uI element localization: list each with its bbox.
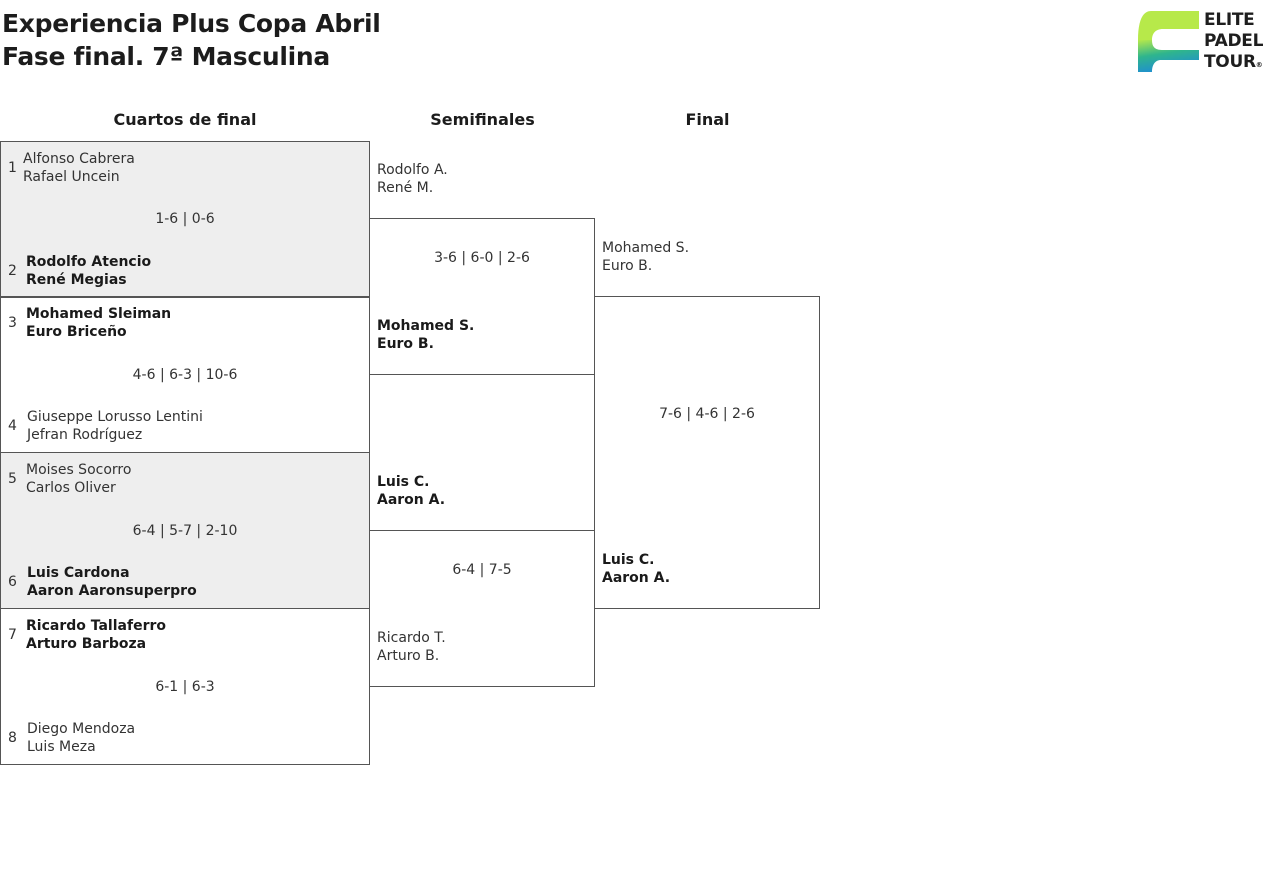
player-name: Ricardo Tallaferro xyxy=(26,618,166,634)
final-match[interactable]: 7-6 | 4-6 | 2-6 Luis C. Aaron A. xyxy=(594,296,820,609)
player-name: Jefran Rodríguez xyxy=(27,427,143,443)
team-bottom: Giuseppe Lorusso Lentini Jefran Rodrígue… xyxy=(27,408,203,444)
match-score: 3-6 | 6-0 | 2-6 xyxy=(434,250,530,266)
player-name: Giuseppe Lorusso Lentini xyxy=(27,409,203,425)
player-name: Mohamed S. xyxy=(602,240,690,256)
team-top: Moises Socorro Carlos Oliver xyxy=(26,461,131,497)
player-name: Mohamed S. xyxy=(377,318,475,334)
team-top-winner: Ricardo Tallaferro Arturo Barboza xyxy=(26,617,166,653)
match-score: 6-1 | 6-3 xyxy=(155,679,215,695)
seed-number: 2 xyxy=(8,263,17,279)
quarterfinal-match-2[interactable]: 3 Mohamed Sleiman Euro Briceño 4-6 | 6-3… xyxy=(0,296,370,453)
player-name: Alfonso Cabrera xyxy=(23,151,135,167)
elite-padel-tour-logo: ELITE PADEL TOUR® xyxy=(1137,10,1273,76)
quarterfinal-match-1[interactable]: 1 Alfonso Cabrera Rafael Uncein 1-6 | 0-… xyxy=(0,141,370,298)
team-bottom: Diego Mendoza Luis Meza xyxy=(27,720,135,756)
final-team-top: Mohamed S. Euro B. xyxy=(602,239,689,275)
page-title: Experiencia Plus Copa Abril xyxy=(2,9,381,38)
seed-number: 5 xyxy=(8,471,17,487)
round-header-final: Final xyxy=(685,110,730,129)
player-name: Rafael Uncein xyxy=(23,169,120,185)
player-name: Luis Cardona xyxy=(27,565,130,581)
semifinal-match-2[interactable]: 6-4 | 7-5 Ricardo T. Arturo B. xyxy=(369,530,595,687)
player-name: Luis Meza xyxy=(27,739,96,755)
final-team-bottom-winner: Luis C. Aaron A. xyxy=(602,551,670,587)
player-name: Euro B. xyxy=(377,336,434,352)
player-name: Diego Mendoza xyxy=(27,721,136,737)
registered-mark: ® xyxy=(1255,61,1263,69)
seed-number: 7 xyxy=(8,627,17,643)
quarterfinal-match-3[interactable]: 5 Moises Socorro Carlos Oliver 6-4 | 5-7… xyxy=(0,452,370,609)
logo-text-elite: ELITE xyxy=(1204,10,1255,30)
quarterfinal-match-4[interactable]: 7 Ricardo Tallaferro Arturo Barboza 6-1 … xyxy=(0,608,370,765)
player-name: Arturo Barboza xyxy=(26,636,147,652)
seed-number: 1 xyxy=(8,160,17,176)
player-name: Luis C. xyxy=(602,552,655,568)
player-name: Rodolfo Atencio xyxy=(26,254,152,270)
seed-number: 3 xyxy=(8,315,17,331)
semifinal-1-team-top: Rodolfo A. René M. xyxy=(377,161,448,197)
player-name: René M. xyxy=(377,180,434,196)
semifinal-2-team-top-winner: Luis C. Aaron A. xyxy=(377,473,445,509)
logo-text-padel: PADEL xyxy=(1204,31,1264,51)
semifinal-1-team-bottom-winner: Mohamed S. Euro B. xyxy=(377,317,474,353)
logo-mark-icon xyxy=(1138,11,1199,72)
player-name: Carlos Oliver xyxy=(26,480,116,496)
player-name: Aaron A. xyxy=(377,492,446,508)
team-top-winner: Mohamed Sleiman Euro Briceño xyxy=(26,305,171,341)
match-score: 6-4 | 7-5 xyxy=(452,562,512,578)
player-name: Moises Socorro xyxy=(26,462,132,478)
player-name: Luis C. xyxy=(377,474,430,490)
match-score: 4-6 | 6-3 | 10-6 xyxy=(132,367,238,383)
page-subtitle: Fase final. 7ª Masculina xyxy=(2,42,330,71)
player-name: Euro Briceño xyxy=(26,324,127,340)
seed-number: 8 xyxy=(8,730,17,746)
seed-number: 4 xyxy=(8,418,17,434)
semifinal-2-team-bottom: Ricardo T. Arturo B. xyxy=(377,629,446,665)
player-name: Arturo B. xyxy=(377,648,440,664)
team-bottom-winner: Rodolfo Atencio René Megias xyxy=(26,253,151,289)
semifinal-match-1[interactable]: 3-6 | 6-0 | 2-6 Mohamed S. Euro B. xyxy=(369,218,595,375)
player-name: Aaron Aaronsuperpro xyxy=(27,583,197,599)
player-name: Mohamed Sleiman xyxy=(26,306,172,322)
seed-number: 6 xyxy=(8,574,17,590)
player-name: René Megias xyxy=(26,272,127,288)
player-name: Euro B. xyxy=(602,258,653,274)
match-score: 6-4 | 5-7 | 2-10 xyxy=(132,523,238,539)
player-name: Rodolfo A. xyxy=(377,162,448,178)
logo-text-tour: TOUR® xyxy=(1204,52,1263,72)
round-header-semifinals: Semifinales xyxy=(430,110,535,129)
team-bottom-winner: Luis Cardona Aaron Aaronsuperpro xyxy=(27,564,197,600)
team-top: Alfonso Cabrera Rafael Uncein xyxy=(23,150,135,186)
match-score: 1-6 | 0-6 xyxy=(155,211,215,227)
match-score: 7-6 | 4-6 | 2-6 xyxy=(659,406,755,422)
player-name: Ricardo T. xyxy=(377,630,446,646)
player-name: Aaron A. xyxy=(602,570,671,586)
round-header-quarterfinals: Cuartos de final xyxy=(113,110,257,129)
